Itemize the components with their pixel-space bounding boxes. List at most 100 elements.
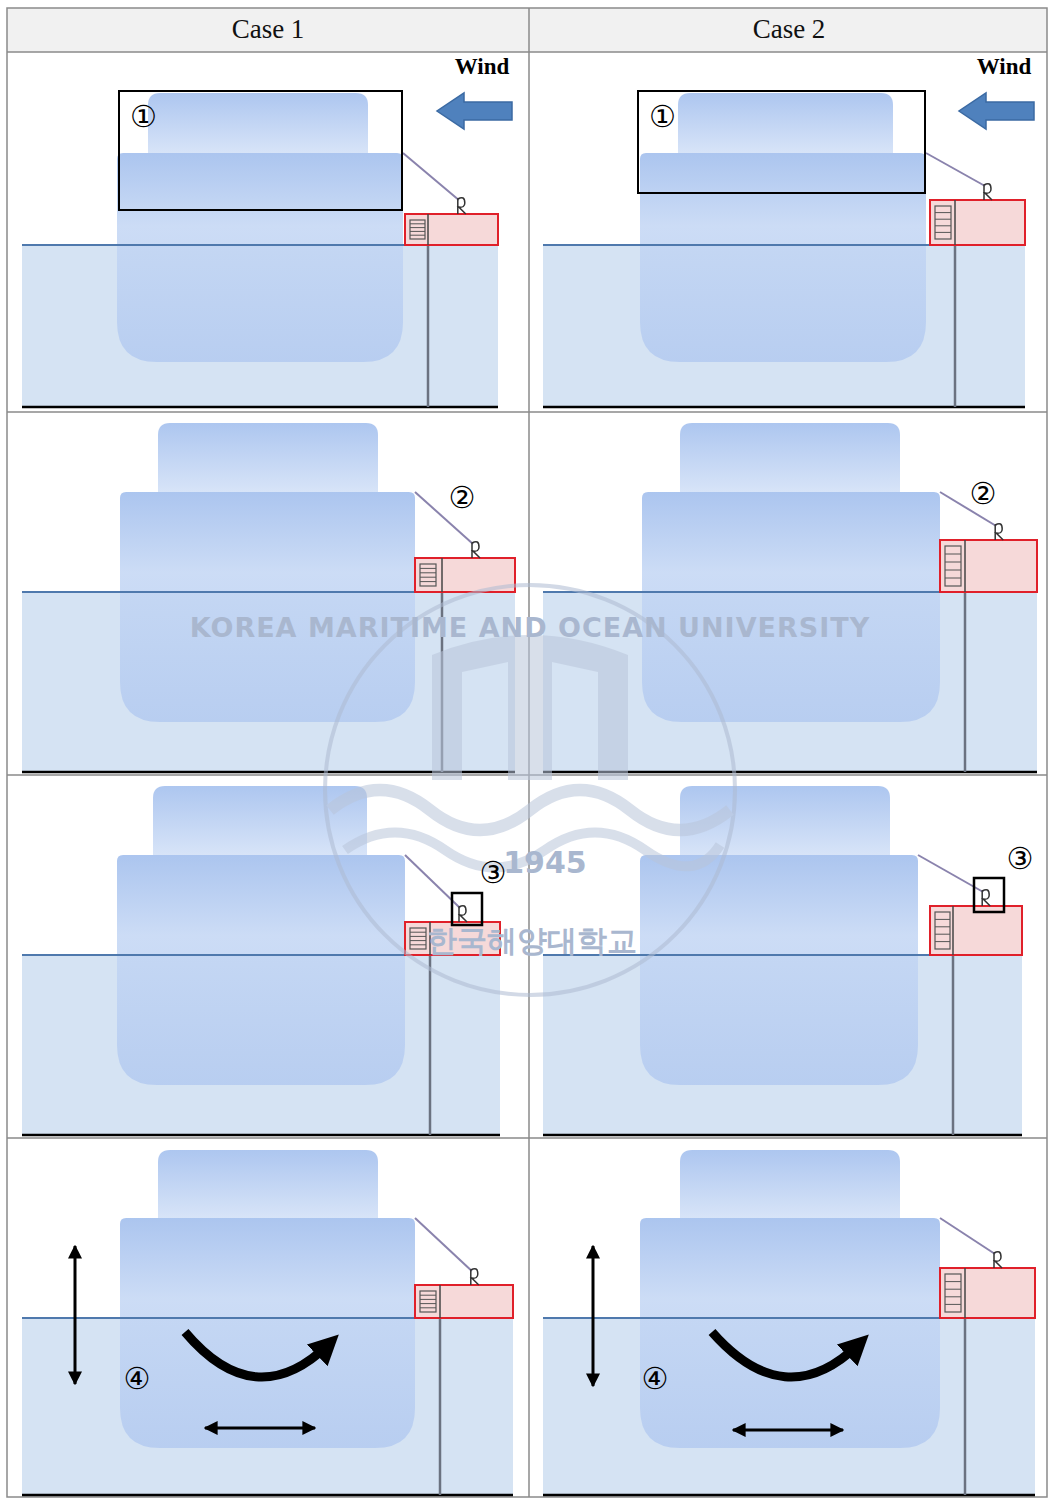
fender-ladder xyxy=(945,1274,961,1312)
seal-ring xyxy=(325,585,735,995)
pier-pile xyxy=(954,245,957,407)
highlight-box xyxy=(452,893,482,925)
ladder-rung xyxy=(945,1281,961,1282)
callout-number: ④ xyxy=(124,1362,151,1395)
ladder-rung xyxy=(410,231,425,232)
column-header: Case 1 xyxy=(232,15,305,45)
ship-hull xyxy=(640,153,926,362)
ladder-rung xyxy=(410,936,426,937)
ladder-rung xyxy=(945,1289,961,1290)
pier-pile xyxy=(439,1318,442,1495)
ladder-rung xyxy=(410,227,425,228)
fender-ladder xyxy=(935,912,950,949)
row-line xyxy=(7,51,1047,53)
pier-edge xyxy=(441,558,443,592)
heave-arrow xyxy=(592,1246,595,1386)
table-border xyxy=(7,8,1047,1497)
ship-superstructure xyxy=(158,1150,378,1218)
pier-pile xyxy=(964,592,967,772)
mooring-scene xyxy=(22,93,498,407)
ship-hull xyxy=(117,855,405,1085)
mooring-line xyxy=(926,153,985,186)
pier-pile xyxy=(952,955,955,1135)
callout-number: ② xyxy=(449,481,476,514)
ladder-rung xyxy=(945,554,961,555)
row-line xyxy=(7,1137,1047,1139)
bollard xyxy=(995,524,1003,540)
bollard xyxy=(471,1269,479,1285)
pier xyxy=(940,540,1037,592)
ladder-rung xyxy=(935,219,951,220)
ship-superstructure xyxy=(680,1150,900,1218)
ladder-frame xyxy=(935,912,950,949)
ladder-rung xyxy=(420,568,436,569)
ladder-rung xyxy=(420,572,436,573)
seabed-line xyxy=(22,1134,500,1137)
pier xyxy=(940,1268,1035,1318)
heave-arrow xyxy=(74,1246,77,1384)
pier-edge xyxy=(954,200,956,245)
fender-ladder xyxy=(420,1291,436,1312)
ladder-rung xyxy=(410,235,425,236)
ship-hull xyxy=(117,153,403,362)
ladder-rung xyxy=(420,1299,436,1300)
callout-number: ① xyxy=(130,102,157,132)
ladder-rung xyxy=(945,562,961,563)
ladder-rung xyxy=(935,232,951,233)
wind-label: Wind xyxy=(455,54,510,79)
ladder-frame xyxy=(420,1291,436,1312)
ladder-frame xyxy=(410,928,426,949)
ladder-rung xyxy=(945,1304,961,1305)
bollard xyxy=(982,890,990,906)
fender-ladder xyxy=(945,546,961,586)
callout-number: ③ xyxy=(1007,842,1034,875)
ship-superstructure xyxy=(158,423,378,492)
pier xyxy=(405,214,498,245)
pier-pile xyxy=(429,955,432,1135)
ship-hull xyxy=(640,855,918,1085)
highlight-box: ① xyxy=(637,90,926,194)
ship-hull xyxy=(642,492,940,722)
callout-number: ① xyxy=(649,102,676,132)
ladder-rung xyxy=(410,940,426,941)
seabed-line xyxy=(543,1494,1035,1497)
ship-superstructure xyxy=(148,93,368,153)
highlight-box: ① xyxy=(118,90,403,211)
seal-emblem xyxy=(432,635,628,780)
ladder-rung xyxy=(420,1307,436,1308)
pier-edge xyxy=(964,540,966,592)
ladder-rung xyxy=(945,570,961,571)
wind-arrows xyxy=(437,93,1034,129)
mooring-scene xyxy=(543,93,1025,407)
fender-ladder xyxy=(420,564,436,586)
ladder-frame xyxy=(935,206,951,239)
ship-hull xyxy=(120,1218,415,1448)
column-header: Case 2 xyxy=(753,15,826,45)
ladder-rung xyxy=(935,225,951,226)
pier-pile xyxy=(964,1318,967,1495)
bollard xyxy=(458,198,466,214)
callout-number: ② xyxy=(970,477,997,510)
pier xyxy=(930,200,1025,245)
seabed-line xyxy=(543,1134,1022,1137)
ship-hull xyxy=(640,1218,940,1448)
pier-edge xyxy=(427,214,429,245)
mooring-line xyxy=(415,1218,472,1271)
ladder-frame xyxy=(410,220,425,239)
seal-wave xyxy=(330,790,730,830)
sway-arrow xyxy=(205,1427,315,1430)
fender-ladder xyxy=(935,206,951,239)
ladder-rung xyxy=(410,932,426,933)
table-grid xyxy=(7,8,1047,1497)
pier-edge xyxy=(439,1285,441,1318)
roll-arrow xyxy=(185,1332,328,1377)
ladder-rung xyxy=(935,934,950,935)
ladder-rung xyxy=(935,212,951,213)
seabed-line xyxy=(22,406,498,409)
wind-label: Wind xyxy=(977,54,1032,79)
sway-arrow xyxy=(733,1429,843,1432)
